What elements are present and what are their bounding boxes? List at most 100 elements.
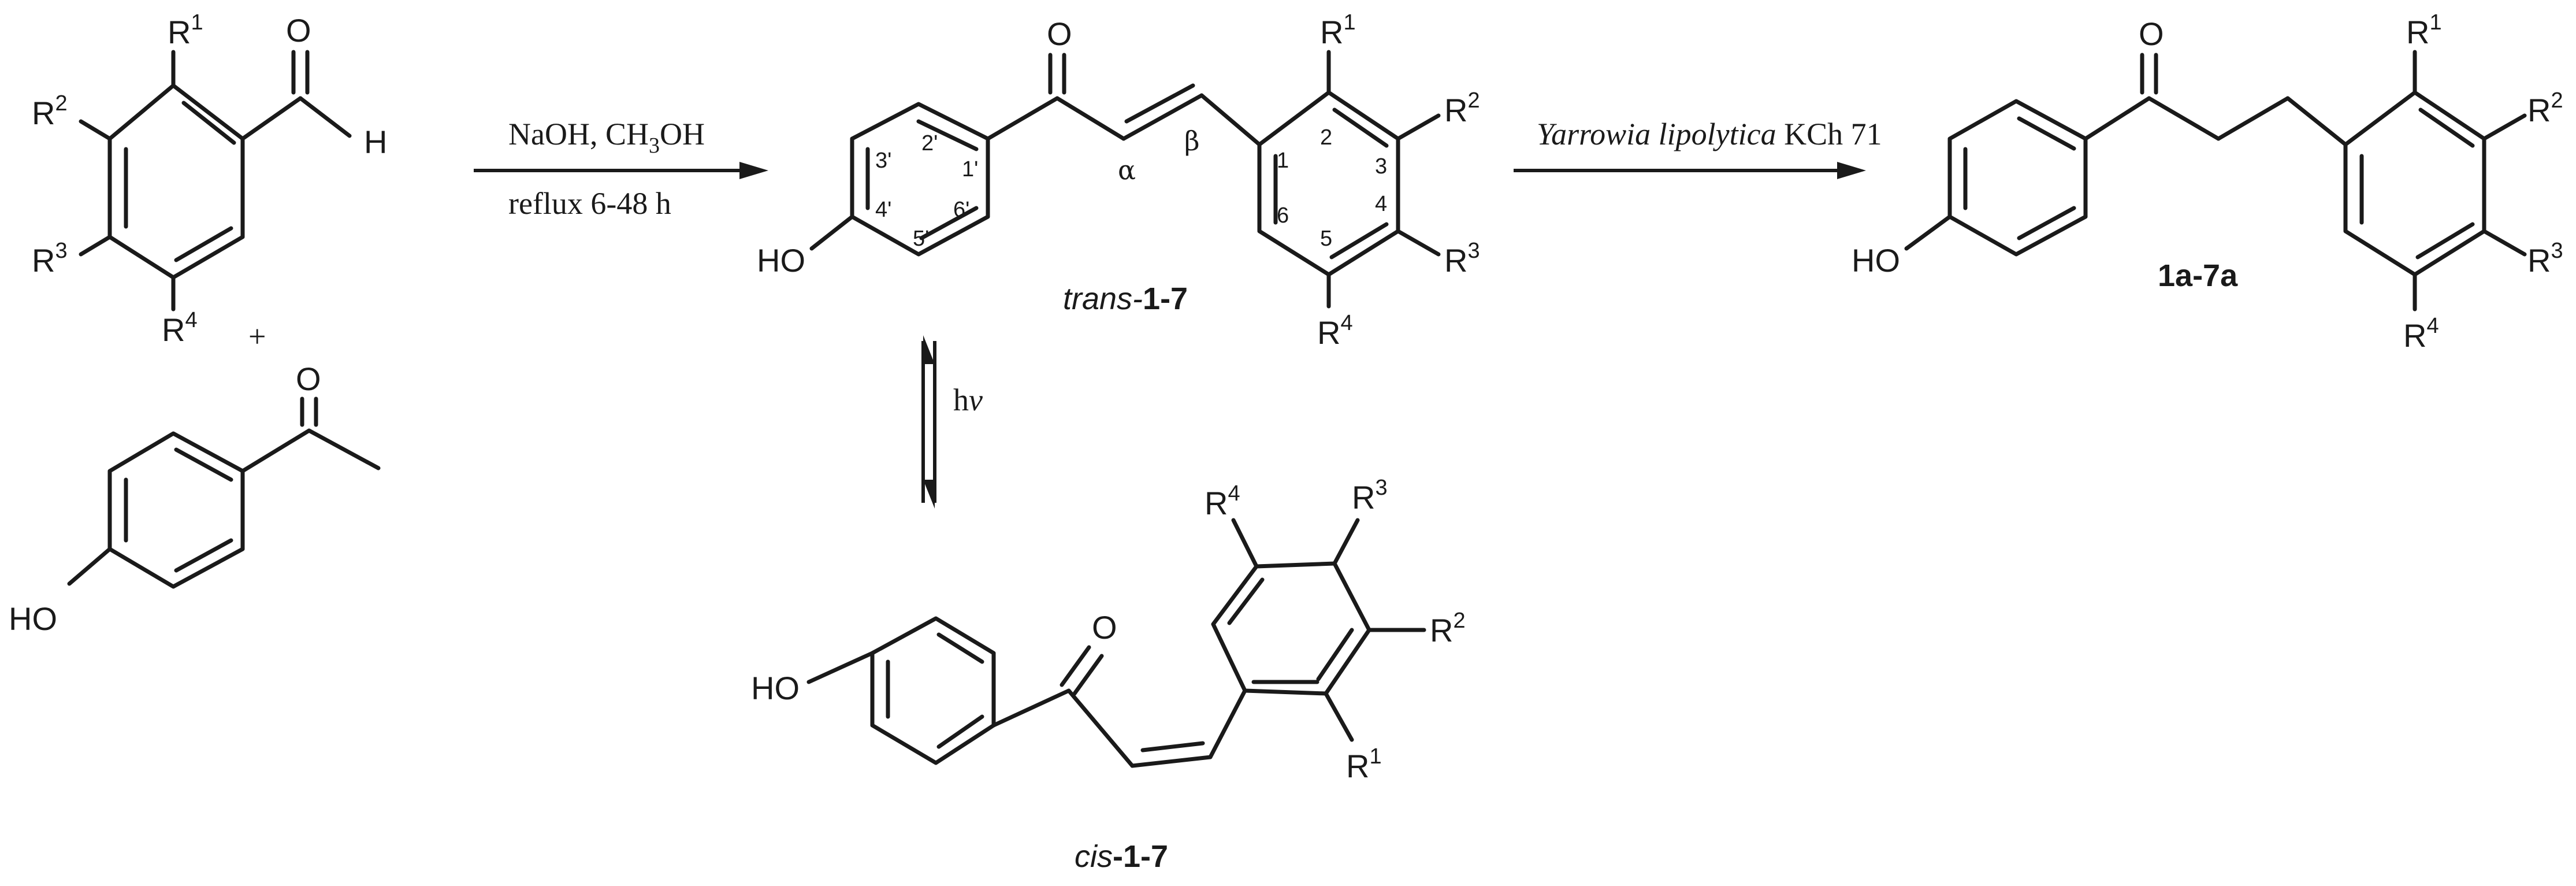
equilibrium-arrowhead-down xyxy=(923,480,935,509)
trans-ring-a-inner-bond xyxy=(919,206,979,240)
aldehyde-r2-label: R2 xyxy=(32,91,68,131)
aldehyde-oxygen-label: O xyxy=(286,12,311,49)
trans-alpha-bond xyxy=(1055,96,1126,141)
acetyl-bond xyxy=(240,428,311,473)
trans-alkene-bond xyxy=(1121,93,1204,141)
position-4prime-label: 4' xyxy=(875,198,891,222)
reduced-beta-bond xyxy=(2285,96,2348,147)
cis-r3-label: R3 xyxy=(1352,476,1388,516)
position-4-label: 4 xyxy=(1375,192,1387,216)
cis-oxygen-label: O xyxy=(1092,609,1117,646)
trans-caption: trans-1-7 xyxy=(1063,281,1188,316)
r2-bond xyxy=(79,119,112,141)
benzaldehyde-structure xyxy=(79,50,352,312)
position-3prime-label: 3' xyxy=(875,149,891,173)
step1-arrowhead xyxy=(739,162,768,179)
reduced-r4-label: R4 xyxy=(2403,314,2439,354)
reduced-carbonyl-carbon-bond xyxy=(2083,96,2151,141)
position-5-label: 5 xyxy=(1320,227,1332,251)
photo-label: hv xyxy=(953,383,983,417)
reduced-alpha-bond xyxy=(2147,96,2221,141)
r3-bond xyxy=(79,235,112,257)
step2-biocatalyst-label: Yarrowia lipolytica KCh 71 xyxy=(1537,117,1882,151)
trans-r4-label: R4 xyxy=(1317,311,1353,351)
aldehyde-r3-label: R3 xyxy=(32,239,68,279)
position-5prime-label: 5' xyxy=(913,227,929,251)
cis-alkene-second-bond xyxy=(1140,741,1205,752)
cis-r4-bond xyxy=(1231,518,1259,569)
acetophenone-hydroxyl-label: HO xyxy=(9,600,57,637)
acetophenone-structure xyxy=(67,396,381,589)
formyl-h-bond xyxy=(298,96,352,138)
cis-r4-label: R4 xyxy=(1205,481,1240,521)
trans-ring-b-inner-bond xyxy=(1329,222,1389,260)
alpha-label: α xyxy=(1118,154,1136,186)
trans-chalcone-structure xyxy=(809,50,1441,309)
beta-label: β xyxy=(1184,125,1200,157)
acetophenone-oxygen-label: O xyxy=(296,361,321,397)
trans-r3-label: R3 xyxy=(1444,239,1480,279)
step1-reagent-label: NaOH, CH3OH xyxy=(508,117,705,158)
reduced-ring-b-inner-bond xyxy=(2418,107,2475,148)
cis-alpha-bond xyxy=(1066,688,1135,768)
trans-oxygen-label: O xyxy=(1047,16,1072,52)
cis-ring-b-inner-bond xyxy=(1227,577,1265,625)
cis-ring-a xyxy=(870,616,996,765)
cis-beta-bond xyxy=(1208,688,1247,759)
trans-r2-label: R2 xyxy=(1444,88,1480,128)
methyl-bond xyxy=(307,428,381,470)
position-2-label: 2 xyxy=(1320,125,1332,150)
cis-r3-bond xyxy=(1332,518,1360,566)
reduced-r2-bond xyxy=(2482,113,2527,141)
cis-hydroxyl-label: HO xyxy=(751,670,800,706)
trans-hydroxyl-bond xyxy=(809,214,854,251)
cis-carbonyl-double-bond xyxy=(1060,645,1091,687)
position-6-label: 6 xyxy=(1277,203,1289,228)
cis-r2-label: R2 xyxy=(1430,609,1466,648)
reduced-caption: 1a-7a xyxy=(2158,258,2238,293)
equilibrium-arrowhead-up xyxy=(923,335,935,364)
trans-beta-bond xyxy=(1199,93,1262,147)
reduced-ring-b-inner-bond xyxy=(2415,222,2475,260)
reduced-hydroxyl-bond xyxy=(1904,214,1952,251)
photo-equilibrium-arrows xyxy=(921,335,936,509)
trans-r3-bond xyxy=(1396,229,1441,257)
trans-ring-b-inner-bond xyxy=(1332,107,1389,148)
trans-r1-label: R1 xyxy=(1320,10,1356,50)
reduced-r2-label: R2 xyxy=(2527,88,2563,128)
cis-ring-b xyxy=(1211,561,1371,696)
trans-hydroxyl-label: HO xyxy=(757,242,805,279)
position-1-label: 1 xyxy=(1277,149,1289,173)
trans-ring-a-inner-bond xyxy=(916,119,979,151)
aldehyde-ring-inner-bond xyxy=(181,101,236,145)
position-1prime-label: 1' xyxy=(962,157,978,181)
reduced-r1-label: R1 xyxy=(2406,10,2442,50)
position-3-label: 3 xyxy=(1375,154,1387,179)
hydroxyl-bond xyxy=(67,547,112,586)
cis-alkene-bond xyxy=(1130,755,1213,768)
cis-ring-b-inner-bond xyxy=(1316,628,1354,681)
position-2prime-label: 2' xyxy=(921,131,938,155)
cis-carbonyl-carbon-bond xyxy=(991,688,1071,728)
aldehyde-ring-inner-bond xyxy=(174,226,233,262)
reduced-ring-b xyxy=(2343,90,2486,277)
reduced-hydroxyl-label: HO xyxy=(1852,242,1900,279)
reduced-r3-label: R3 xyxy=(2527,239,2563,279)
reduced-ethylene-bond xyxy=(2216,96,2290,141)
cis-r1-bond xyxy=(1324,691,1354,742)
step1-conditions-label: reflux 6-48 h xyxy=(508,186,671,221)
aldehyde-r4-label: R4 xyxy=(162,308,198,348)
cis-caption: cis-1-7 xyxy=(1075,839,1168,874)
cis-carbonyl-double-bond xyxy=(1072,654,1104,696)
acetophenone-ring xyxy=(107,431,245,589)
reduced-ring-a-inner-bond xyxy=(2017,206,2076,240)
cis-ring-a-inner-bond xyxy=(936,632,984,664)
trans-r2-bond xyxy=(1396,113,1441,141)
reduced-ring-a-inner-bond xyxy=(2017,116,2076,151)
aldehyde-r1-label: R1 xyxy=(168,10,203,50)
cis-ring-a-inner-bond xyxy=(936,714,984,749)
formyl-bond xyxy=(240,96,303,141)
reduced-oxygen-label: O xyxy=(2139,16,2164,52)
aldehyde-ring xyxy=(107,83,245,280)
